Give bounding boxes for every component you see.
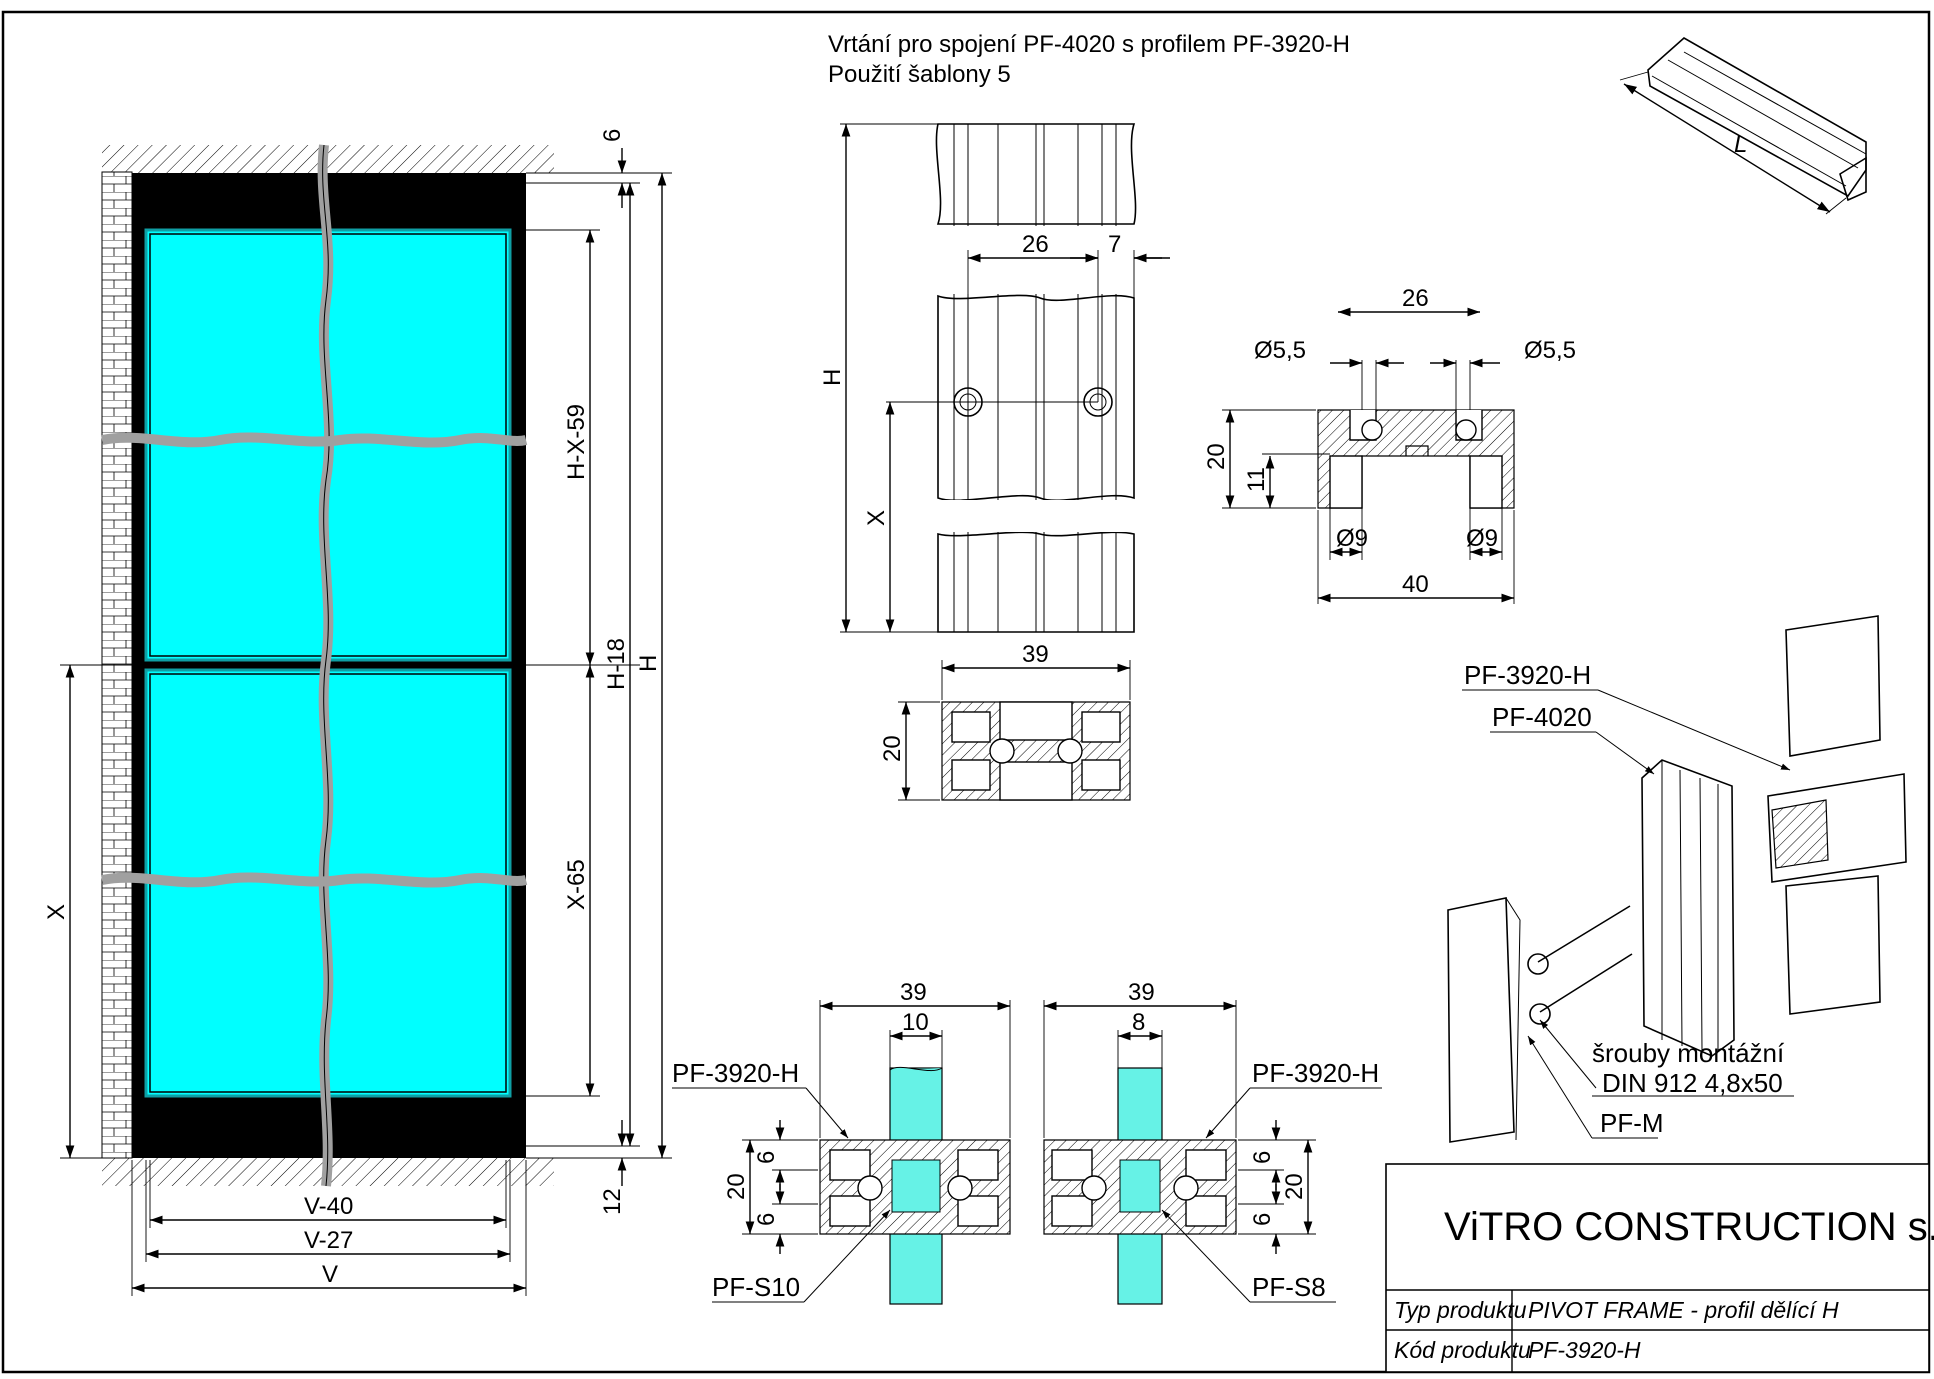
elevation-view: 6 H-X-59 H-18 H X-65 12 X V-40 V-27: [43, 129, 672, 1296]
dim-glass-left-6b: 6: [753, 1213, 780, 1226]
dim-glass-left-6a: 6: [753, 1151, 780, 1164]
dim-v: V: [322, 1261, 338, 1288]
dim-d55-right: Ø5,5: [1524, 337, 1576, 364]
dim-detail-11: 11: [1243, 467, 1270, 492]
label-pfs10: PF-S10: [712, 1272, 800, 1302]
break-line-upper: [100, 432, 528, 448]
iso-assembly: PF-3920-H PF-4020 šrouby montážní DIN 91…: [1447, 615, 1907, 1143]
label-screws-2: DIN 912 4,8x50: [1602, 1068, 1783, 1098]
profile-section-h: [941, 701, 1131, 801]
type-label: Typ produktu: [1394, 1297, 1527, 1323]
dim-d55-left: Ø5,5: [1254, 337, 1306, 364]
label-pf3920h-left: PF-3920-H: [672, 1058, 799, 1088]
glass-section-left: 39 10 20 6 6 PF-3920-H PF-S10: [672, 979, 1011, 1305]
dim-glass-right-39: 39: [1128, 979, 1155, 1006]
sheet-border: [1, 10, 1931, 1374]
dim-glass-left-39: 39: [900, 979, 927, 1006]
dim-detail-20: 20: [1203, 443, 1230, 470]
label-pfs8: PF-S8: [1252, 1272, 1326, 1302]
label-pf3920h-iso: PF-3920-H: [1464, 660, 1591, 690]
dim-v-27: V-27: [304, 1227, 353, 1254]
profile-section-detail: 26 Ø5,5 Ø5,5 20 11 Ø9 Ø9 40: [1203, 285, 1576, 604]
break-line-lower: [100, 872, 528, 888]
dim-h: H: [635, 655, 662, 672]
dim-drill-26: 26: [1022, 231, 1049, 258]
type-value: PIVOT FRAME - profil dělící H: [1528, 1297, 1839, 1323]
label-pf3920h-right: PF-3920-H: [1252, 1058, 1379, 1088]
dim-glass-right-8: 8: [1132, 1009, 1145, 1036]
dim-section-20: 20: [879, 735, 906, 762]
drilling-view: 26 7 H X 39 20: [819, 123, 1170, 801]
label-pfm: PF-M: [1600, 1108, 1664, 1138]
dim-drill-h: H: [819, 369, 846, 386]
dim-glass-right-6b: 6: [1249, 1213, 1276, 1226]
iso-profile-length: L: [1619, 37, 1867, 215]
dim-h-18: H-18: [603, 638, 630, 690]
dim-drill-x: X: [863, 510, 890, 526]
dim-v-40: V-40: [304, 1193, 353, 1220]
dim-x-65: X-65: [563, 859, 590, 910]
drilling-title: Vrtání pro spojení PF-4020 s profilem PF…: [828, 31, 1350, 58]
dim-glass-right-20: 20: [1281, 1173, 1308, 1200]
dim-6-top: 6: [599, 129, 626, 142]
dim-detail-26: 26: [1402, 285, 1429, 312]
label-screws-1: šrouby montážní: [1592, 1038, 1785, 1068]
code-value: PF-3920-H: [1528, 1337, 1641, 1363]
dim-glass-left-10: 10: [902, 1009, 929, 1036]
dim-section-39: 39: [1022, 641, 1049, 668]
dim-l: L: [1734, 131, 1747, 158]
dim-detail-40: 40: [1402, 571, 1429, 598]
drilling-subtitle: Použití šablony 5: [828, 61, 1011, 88]
glass-section-right: 39 8 20 6 6 PF-3920-H PF-S8: [1043, 979, 1382, 1305]
dim-drill-7: 7: [1108, 231, 1121, 258]
code-label: Kód produktu: [1394, 1337, 1531, 1363]
title-block: ViTRO CONSTRUCTION s.r.o. Typ produktu P…: [1385, 1163, 1934, 1373]
label-pf4020-iso: PF-4020: [1492, 702, 1592, 732]
dim-d9-right: Ø9: [1466, 525, 1498, 552]
dim-glass-right-6a: 6: [1249, 1151, 1276, 1164]
dim-h-x-59: H-X-59: [563, 404, 590, 480]
dim-glass-left-20: 20: [723, 1173, 750, 1200]
dim-x-left: X: [43, 904, 70, 920]
dim-12: 12: [599, 1188, 626, 1215]
company-name: ViTRO CONSTRUCTION s.r.o.: [1444, 1205, 1934, 1249]
dim-d9-left: Ø9: [1336, 525, 1368, 552]
